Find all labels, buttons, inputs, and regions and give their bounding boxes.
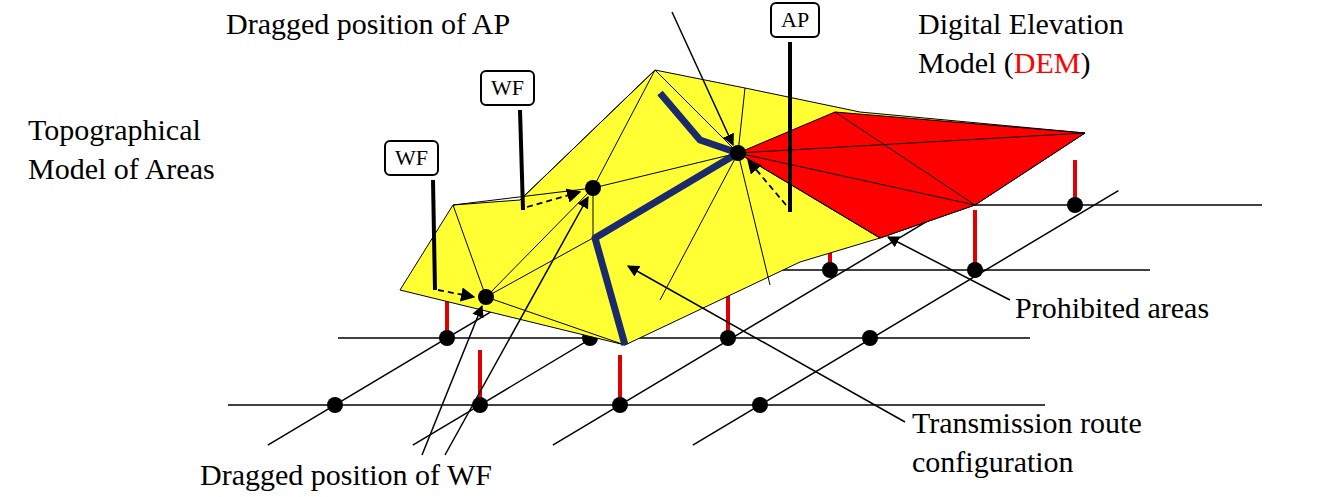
wf-box: WF [384, 140, 439, 176]
terrain-surface [400, 70, 1085, 345]
callout-label: Dragged position of AP [226, 4, 646, 43]
transmission-route [595, 93, 738, 345]
surface-points [478, 145, 746, 305]
drag-arrows [438, 160, 786, 297]
model-title: Digital Elevation Model (DEM) [918, 4, 1178, 82]
ap-box: AP [770, 2, 820, 38]
callout-label: Prohibited areas [1015, 288, 1315, 327]
box-label: WF [491, 75, 524, 101]
wf-box: WF [480, 70, 535, 106]
callout-label: Transmission route configuration [912, 403, 1212, 481]
box-label: WF [395, 145, 428, 171]
model-label: Topographical Model of Areas [28, 110, 278, 188]
device-stems [433, 42, 790, 290]
callout-label: Dragged position of WF [200, 455, 620, 494]
box-label: AP [781, 7, 809, 33]
